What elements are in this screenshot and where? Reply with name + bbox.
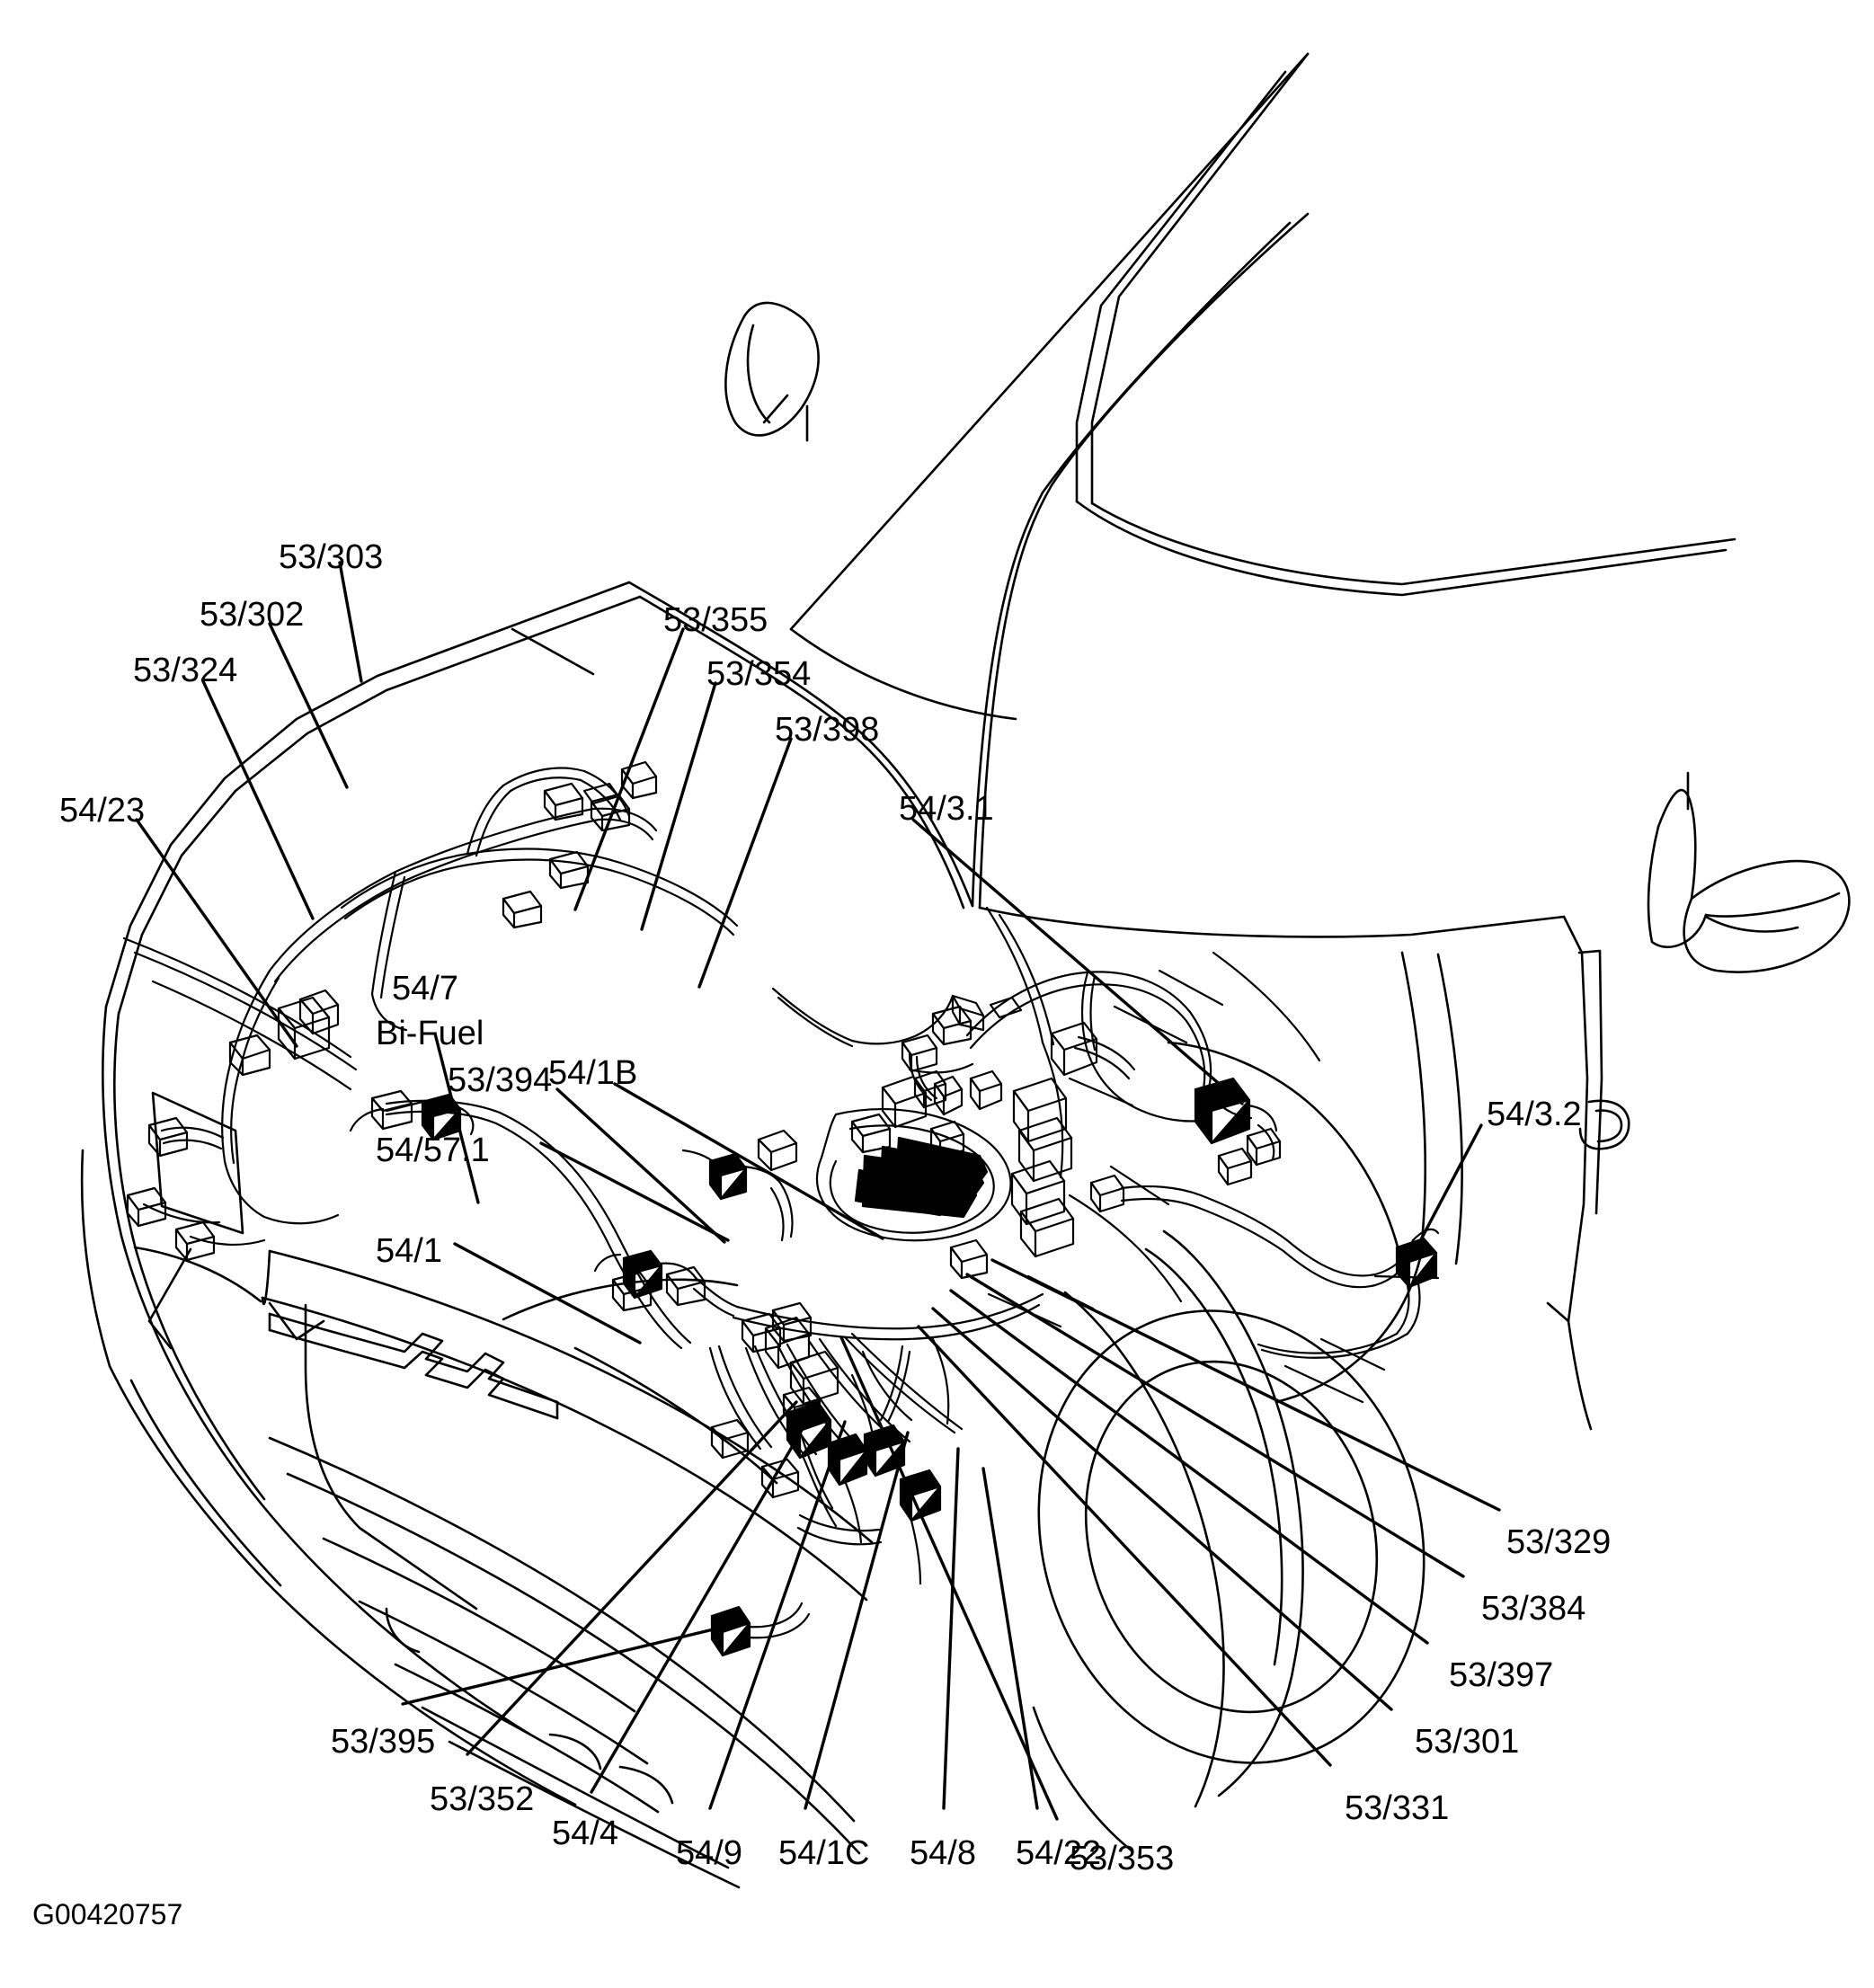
callout-label-54-1b: 54/1B xyxy=(548,1054,638,1092)
leader-line-54-57-1 xyxy=(539,1141,730,1242)
leader-line-54-1 xyxy=(453,1242,642,1345)
drawing-part-code: G00420757 xyxy=(32,1898,183,1930)
body-surface-lines xyxy=(122,936,358,1091)
callout-label-53-384: 53/384 xyxy=(1481,1590,1586,1628)
callout-label-54-3-2: 54/3.2 xyxy=(1487,1096,1582,1133)
leader-line-53-301 xyxy=(931,1307,1393,1711)
callout-label-53-302: 53/302 xyxy=(200,596,305,634)
leader-line-54-4 xyxy=(590,1413,813,1794)
callout-label-54-1c: 54/1C xyxy=(778,1834,870,1872)
cowl-and-hood-edge xyxy=(104,581,974,1016)
callout-label-53-352: 53/352 xyxy=(430,1780,535,1818)
callout-label-53-331: 53/331 xyxy=(1345,1789,1450,1827)
callout-label-53-397: 53/397 xyxy=(1449,1656,1554,1694)
harness-left-cowl xyxy=(340,760,739,936)
callout-label-53-354: 53/354 xyxy=(706,655,812,693)
leader-line-53-355 xyxy=(573,627,685,911)
harness-main-cluster xyxy=(708,1069,1044,1657)
leader-line-53-331 xyxy=(917,1325,1332,1767)
callout-label-53-303: 53/303 xyxy=(279,538,384,576)
leader-line-54-8 xyxy=(942,1447,960,1810)
leader-line-53-384 xyxy=(965,1273,1465,1578)
leader-line-54-1b xyxy=(613,1082,884,1240)
front-end-grille-bumper xyxy=(80,1005,874,1889)
leader-line-53-353 xyxy=(839,1336,1059,1821)
leader-line-54-1c xyxy=(804,1431,910,1810)
callout-label-54-23: 54/23 xyxy=(59,792,146,830)
callout-label-bi-fuel: Bi-Fuel xyxy=(376,1015,484,1052)
harness-right-bay xyxy=(901,971,1440,1359)
leader-line-53-303 xyxy=(338,561,363,683)
volvo-emblem-icon xyxy=(268,1312,559,1420)
callout-label-54-4: 54/4 xyxy=(552,1815,618,1852)
callout-label-53-394: 53/394 xyxy=(448,1061,553,1099)
callout-label-54-22: 54/22 xyxy=(1016,1834,1102,1872)
right-fender-and-body xyxy=(1167,915,1630,1431)
callout-label-53-355: 53/355 xyxy=(663,601,768,639)
windshield-outline xyxy=(789,52,1736,938)
callout-label-54-3-1: 54/3.1 xyxy=(899,790,994,828)
callout-label-53-353: 53/353 xyxy=(1070,1840,1175,1877)
leader-line-53-395 xyxy=(401,1625,726,1706)
interior-mirror xyxy=(724,301,820,442)
leader-line-54-23 xyxy=(135,818,298,1048)
leader-line-53-324 xyxy=(201,679,315,920)
callout-label-54-1: 54/1 xyxy=(376,1232,442,1270)
leader-line-53-397 xyxy=(949,1289,1429,1645)
leader-line-53-352 xyxy=(466,1400,798,1756)
callout-label-53-324: 53/324 xyxy=(133,652,238,689)
exterior-mirror-right xyxy=(1647,771,1851,973)
harness-left-branch xyxy=(126,807,658,1262)
harness-cowl-right xyxy=(771,987,1023,1159)
callout-label-54-8: 54/8 xyxy=(910,1834,976,1872)
callout-label-53-395: 53/395 xyxy=(331,1723,436,1761)
leader-line-54-3-1 xyxy=(911,818,1244,1105)
leader-line-53-302 xyxy=(268,622,349,789)
callout-label-54-9: 54/9 xyxy=(676,1834,742,1872)
leader-line-53-329 xyxy=(990,1258,1501,1512)
callout-label-53-329: 53/329 xyxy=(1506,1523,1612,1561)
callout-label-54-57-1: 54/57.1 xyxy=(376,1132,490,1169)
callout-label-53-301: 53/301 xyxy=(1415,1723,1520,1761)
leader-line-53-394 xyxy=(555,1087,726,1244)
leader-line-54-3-2 xyxy=(1409,1123,1483,1260)
callout-label-54-7: 54/7 xyxy=(392,970,458,1007)
harness-center xyxy=(349,1089,798,1350)
leader-line-53-354 xyxy=(640,681,717,931)
leader-line-54-22 xyxy=(981,1467,1039,1810)
leader-line-54-7 xyxy=(433,1032,480,1204)
leader-line-53-398 xyxy=(697,737,793,989)
leader-line-54-9 xyxy=(708,1420,847,1810)
leader-lines xyxy=(135,561,1501,1821)
callout-label-53-398: 53/398 xyxy=(775,711,880,749)
front-wheel-and-arch xyxy=(1032,1229,1425,1853)
